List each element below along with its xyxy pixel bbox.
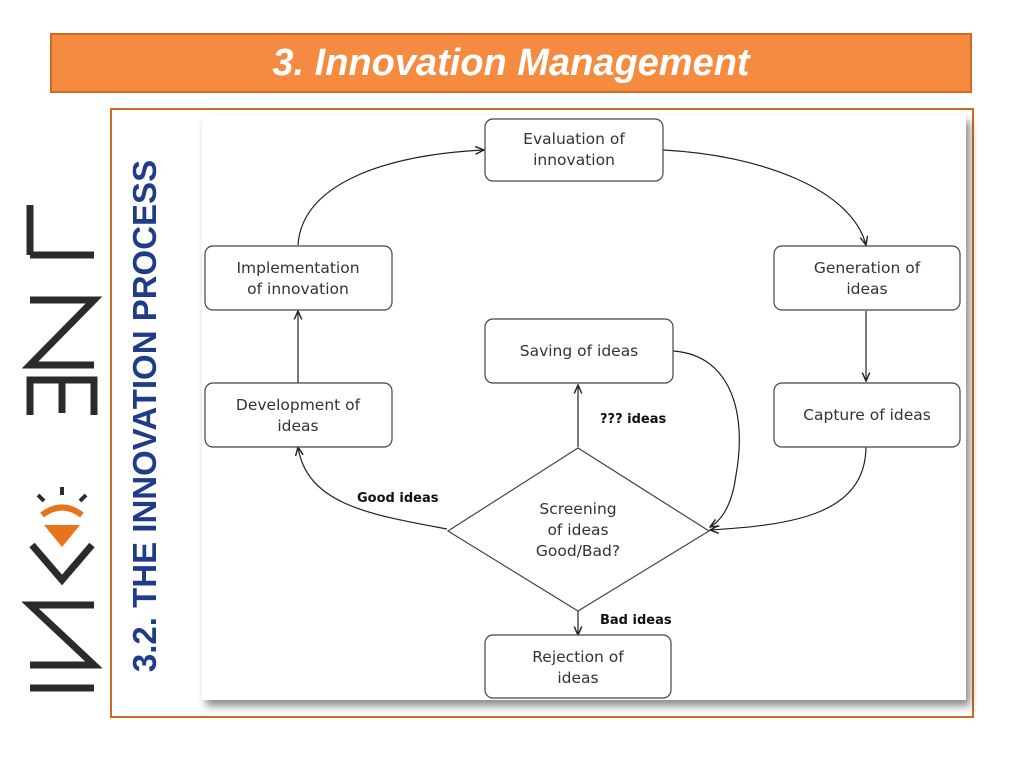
node-screening <box>446 447 711 612</box>
title-bar: 3. Innovation Management <box>50 33 972 93</box>
edge-label-bad: Bad ideas <box>600 613 672 628</box>
node-label: of innovation <box>247 280 349 298</box>
node-label: Implementation <box>236 259 359 277</box>
node-implementation <box>204 245 393 311</box>
node-label: Development of <box>236 396 361 414</box>
node-label: Saving of ideas <box>520 342 639 360</box>
node-label: Evaluation of <box>523 130 625 148</box>
edge-implementation-evaluation <box>297 150 484 246</box>
edge-screening-development <box>298 447 448 530</box>
logo-letter-n <box>22 601 102 669</box>
node-label: Rejection of <box>532 648 624 666</box>
edge-label-good: Good ideas <box>357 491 439 506</box>
edge-evaluation-generation <box>662 149 866 245</box>
node-label: ideas <box>277 417 318 435</box>
diagram-panel: Evaluation of innovation Generation of i… <box>202 115 966 700</box>
node-label: Capture of ideas <box>803 406 931 424</box>
node-development <box>204 382 393 448</box>
node-label: ideas <box>557 669 598 687</box>
node-label: ideas <box>846 280 887 298</box>
invent-logo <box>22 205 102 692</box>
node-label: of ideas <box>547 521 608 539</box>
node-evaluation <box>484 118 664 182</box>
node-label: Generation of <box>814 259 921 277</box>
innovation-process-diagram: Evaluation of innovation Generation of i… <box>204 118 961 699</box>
content-frame <box>110 108 974 718</box>
edge-capture-screening <box>710 445 867 530</box>
section-title-wrap: 3.2. THE INNOVATION PROCESS <box>118 118 172 713</box>
edge-saving-screening <box>672 350 740 527</box>
node-rejection <box>484 634 672 699</box>
section-title: 3.2. THE INNOVATION PROCESS <box>126 159 163 672</box>
page-title: 3. Innovation Management <box>272 41 750 84</box>
logo-letter-n2 <box>22 296 102 369</box>
node-label: Screening <box>539 500 616 518</box>
node-label: innovation <box>533 151 615 169</box>
node-saving <box>484 318 674 384</box>
node-label: Good/Bad? <box>536 542 620 560</box>
node-generation <box>773 245 961 311</box>
edge-label-unknown: ??? ideas <box>600 412 667 427</box>
node-capture <box>773 382 961 448</box>
logo-bulb-icon <box>29 487 95 586</box>
